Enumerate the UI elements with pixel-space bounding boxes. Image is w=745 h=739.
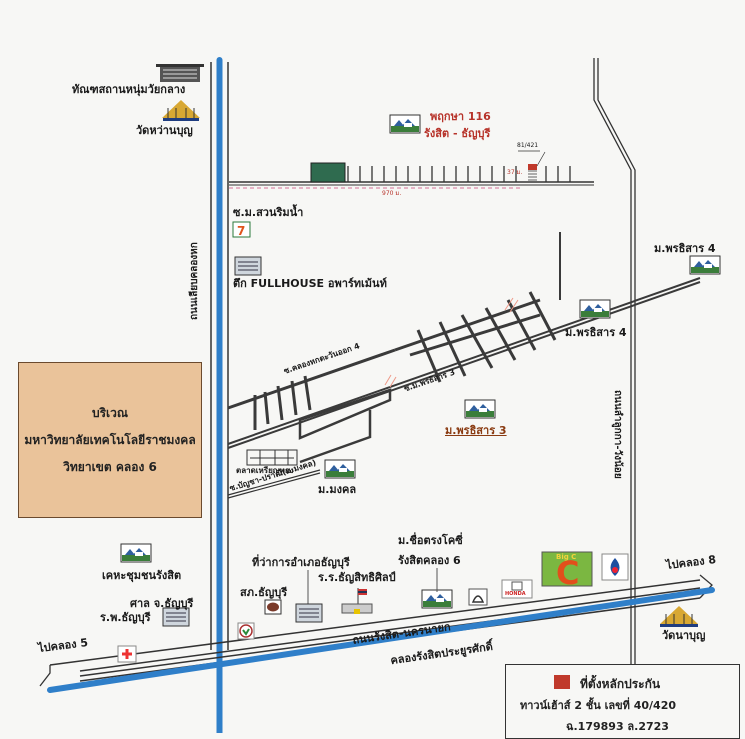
label-court: ศาล จ.ธัญบุรี — [130, 597, 194, 610]
wat-na-bun-temple-icon — [660, 606, 698, 627]
label-district-office: ที่ว่าการอำเภอธัญบุรี — [252, 556, 350, 569]
collateral-plot-marker — [528, 164, 537, 170]
house-icon-mongkol — [324, 459, 356, 479]
kbank-icon — [237, 622, 255, 640]
hospital-cross-icon — [117, 645, 137, 663]
house-icon-pornsiri4-mid — [579, 299, 611, 319]
project-title-line1: พฤกษา 116 — [430, 110, 491, 123]
label-right-vertical-road: ถนนลำลูกกา-วังน้อย — [612, 390, 623, 479]
label-left-vertical-road: ถนนเลียบคลองหก — [189, 242, 200, 320]
label-community: เคหะชุมชนรังสิต — [102, 569, 182, 582]
legend-property-type: ทาวน์เฮ้าส์ 2 ชั้น เลขที่ 40/420 — [520, 699, 677, 712]
collateral-leader-line — [536, 151, 546, 167]
distance-side: 37 ม. — [507, 169, 523, 176]
label-pornsiri4-mid: ม.พรธิสาร 4 — [565, 326, 627, 339]
label-mongkol: ม.มงคล — [318, 483, 357, 496]
right-vertical-road — [593, 58, 636, 733]
university-area: บริเวณ มหาวิทยาลัยเทคโนโลยีราชมงคล วิทยา… — [18, 362, 202, 518]
legend-title: ที่ตั้งหลักประกัน — [580, 677, 661, 691]
label-wat-na-bun: วัดนาบุญ — [662, 629, 706, 642]
garden-block — [310, 162, 346, 183]
ptt-logo-icon — [601, 553, 629, 581]
label-pornsiri3: ม.พรธิสาร 3 — [445, 424, 507, 437]
svg-text:7: 7 — [237, 224, 245, 238]
soi-banya-road — [227, 469, 321, 499]
university-line1: บริเวณ — [91, 405, 129, 420]
plot-number: 81/421 — [517, 142, 539, 149]
police-emblem-icon — [264, 599, 282, 615]
label-youth-center: ทัณฑสถานหนุ่มวัยกลาง — [72, 83, 186, 96]
label-wat-wan-bun: วัดหว่านบุญ — [136, 124, 193, 137]
distance-main: 970 ม. — [382, 190, 402, 197]
school-flag-icon — [341, 588, 373, 614]
label-suan-rim-nam: ซ.ม.สวนริมน้ำ — [233, 206, 304, 219]
label-hospital: ร.พ.ธัญบุรี — [100, 611, 151, 624]
project-title-line2: รังสิต - ธัญบุรี — [424, 127, 491, 140]
seven-eleven-icon: 7 — [232, 221, 251, 238]
label-school: ร.ร.ธัญสิทธิศิลป์ — [318, 571, 396, 584]
bigc-logo-icon: C — [541, 551, 593, 592]
top-soi-road — [229, 162, 594, 189]
fullhouse-building-icon — [234, 256, 262, 276]
university-line2: มหาวิทยาลัยเทคโนโลยีราชมงคล — [24, 432, 196, 447]
court-building-icon — [162, 607, 190, 627]
label-market: ตลาดเหรียญทอง — [236, 466, 294, 475]
youth-center-building-icon — [156, 64, 204, 82]
left-vertical-road — [210, 62, 229, 650]
rangsit-canal — [47, 587, 715, 693]
label-fullhouse: ตึก FULLHOUSE อพาร์ทเม้นท์ — [233, 277, 387, 290]
house-icon-pornsiri3 — [464, 399, 496, 419]
wat-wan-bun-temple-icon — [162, 100, 200, 121]
house-icon-community — [120, 543, 152, 563]
market-building-icon — [246, 449, 298, 466]
honda-logo-icon — [501, 579, 533, 599]
house-icon-pornsiri4-top — [689, 255, 721, 275]
svg-text:C: C — [556, 554, 579, 592]
pornsiri-crossing — [384, 297, 519, 388]
legend-marker-swatch — [554, 675, 570, 689]
diagonal-soi-roads — [227, 232, 701, 464]
house-icon-pwt116 — [389, 114, 421, 134]
label-honda: HONDA — [505, 591, 526, 597]
label-bigc: Big C — [556, 553, 577, 561]
label-pornsiri4-top: ม.พรธิสาร 4 — [654, 242, 716, 255]
university-line3: วิทยาเขต คลอง 6 — [63, 459, 157, 474]
scb-icon — [468, 588, 488, 606]
house-icon-cozy — [421, 589, 453, 609]
legend-box: ที่ตั้งหลักประกัน ทาวน์เฮ้าส์ 2 ชั้น เลข… — [505, 664, 740, 739]
legend-deed-numbers: ฉ.179893 ล.2723 — [566, 720, 669, 733]
district-office-building-icon — [295, 570, 323, 623]
label-police: สภ.ธัญบุรี — [240, 586, 288, 599]
label-village-line1: ม.ชื่อตรงโคซี่ — [398, 534, 463, 547]
label-village-line2: รังสิตคลอง 6 — [398, 554, 461, 567]
